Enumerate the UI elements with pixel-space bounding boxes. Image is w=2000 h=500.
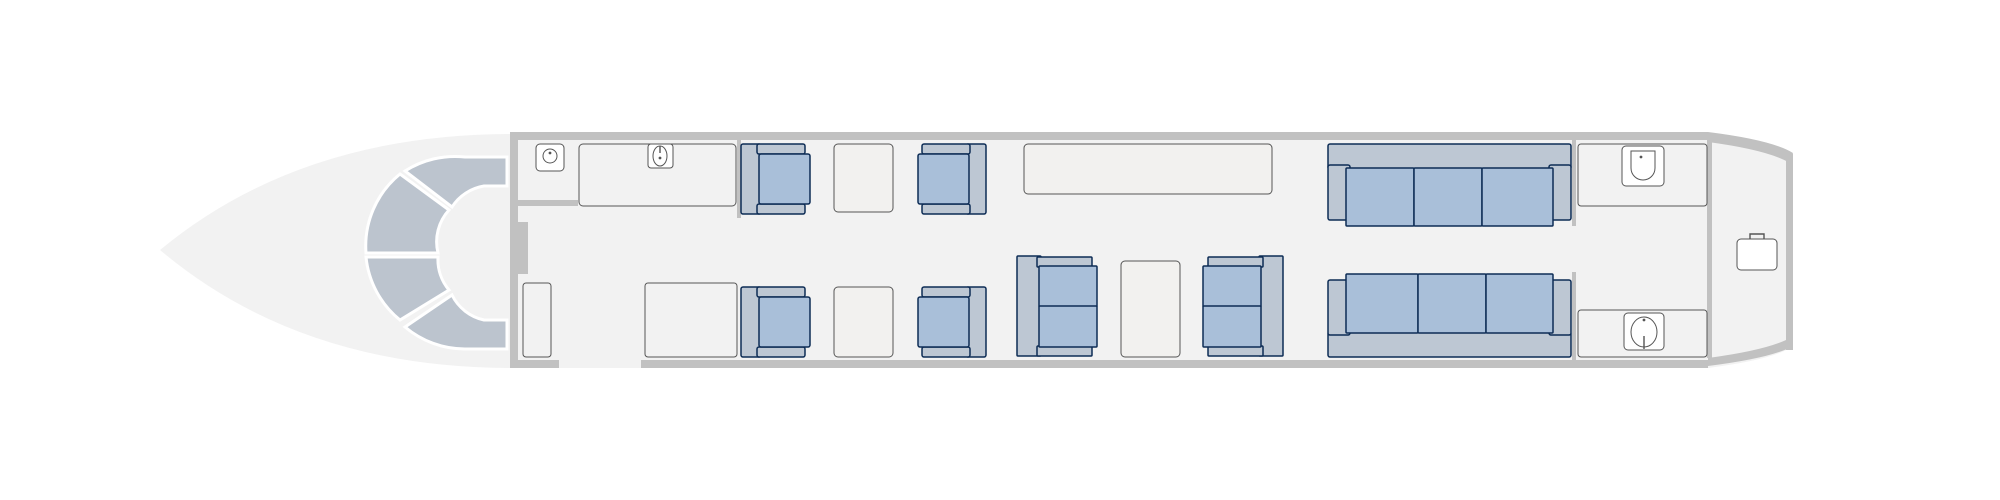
divan-back — [1327, 143, 1572, 170]
aft-lounge — [1327, 143, 1572, 358]
divider-upper-fwd — [737, 140, 741, 218]
side-cabinet — [522, 282, 552, 358]
baggage-handle — [1749, 233, 1765, 239]
side-table — [833, 143, 894, 213]
cockpit-panel-top — [402, 154, 509, 210]
divider-lower-aft — [1572, 272, 1576, 360]
divan-right[interactable] — [1327, 273, 1572, 358]
seat-cushion — [917, 296, 970, 348]
seat-cushion — [758, 296, 811, 348]
wardrobe — [644, 282, 738, 358]
aft-bulkhead-upper — [1707, 140, 1712, 358]
wall-front — [510, 132, 518, 368]
divan-left[interactable] — [1327, 143, 1572, 227]
divan-cushion — [1413, 167, 1483, 227]
club-seat[interactable] — [917, 286, 987, 358]
club-seat[interactable] — [740, 143, 811, 215]
vanity-sink-basin — [1630, 150, 1656, 181]
cockpit-panel-bottom-mid — [364, 255, 452, 322]
divan-cushion — [1481, 167, 1554, 227]
wall-bottom-front — [512, 360, 559, 368]
aft-lavatory — [1577, 143, 1708, 358]
toilet-flush — [1642, 318, 1646, 322]
cockpit-panel-top-mid — [364, 172, 452, 255]
seat-frame — [921, 346, 971, 358]
galley-partition — [518, 200, 578, 206]
divan-cushion — [1417, 273, 1487, 334]
cockpit-area — [364, 154, 509, 351]
seat-frame — [756, 143, 806, 155]
galley-sink-drain — [658, 156, 662, 160]
cockpit-panel-bottom — [402, 292, 509, 351]
vanity-sink-drain — [1639, 155, 1643, 159]
seat-frame — [1016, 255, 1042, 357]
door-frame — [518, 222, 528, 274]
seat-cushion — [1202, 265, 1262, 308]
wall-top-nose — [1708, 132, 1793, 163]
forward-service-area — [522, 143, 738, 358]
seat-frame — [921, 143, 971, 155]
lavatory-sink-basin — [542, 148, 558, 164]
divan-cushion — [1345, 167, 1415, 227]
conference-table — [1120, 260, 1181, 358]
seat-frame — [921, 203, 971, 215]
seat-cushion — [1038, 305, 1098, 348]
seat-frame — [921, 286, 971, 298]
lavatory-sink-drain — [548, 151, 552, 155]
credenza — [1023, 143, 1273, 195]
double-seat[interactable] — [1016, 255, 1098, 357]
seat-cushion — [1202, 305, 1262, 348]
seat-cushion — [1038, 265, 1098, 308]
cabin-walls — [510, 132, 1793, 368]
club-section — [740, 143, 987, 358]
seat-frame — [756, 203, 806, 215]
wall-bottom-nose — [1708, 338, 1793, 366]
seat-cushion — [917, 153, 970, 205]
baggage-body — [1736, 238, 1778, 271]
wall-top — [512, 132, 1708, 140]
wall-bottom-main — [641, 360, 1708, 368]
divan-back — [1327, 331, 1572, 358]
double-seat[interactable] — [1202, 255, 1284, 357]
seat-frame — [1258, 255, 1284, 357]
divider-upper-aft — [1572, 140, 1576, 226]
seat-cushion — [758, 153, 811, 205]
seat-frame — [756, 346, 806, 358]
mid-cabin — [1016, 143, 1284, 358]
divan-cushion — [1485, 273, 1554, 334]
club-seat[interactable] — [917, 143, 987, 215]
seat-frame — [756, 286, 806, 298]
divan-cushion — [1345, 273, 1419, 334]
baggage-icon — [1736, 233, 1778, 271]
club-seat[interactable] — [740, 286, 811, 358]
wall-rear — [1786, 154, 1793, 350]
side-table — [833, 286, 894, 358]
